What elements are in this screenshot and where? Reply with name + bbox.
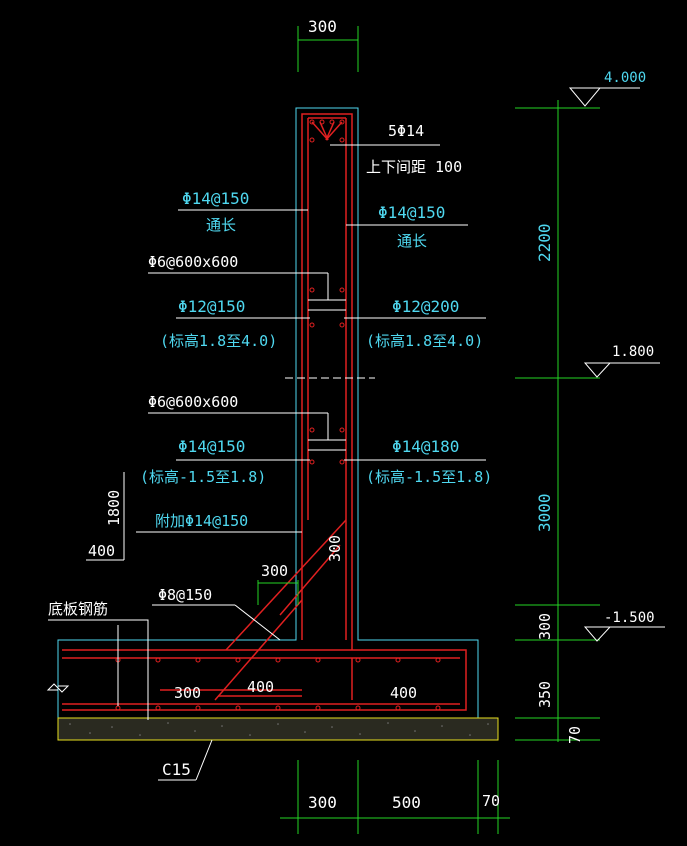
- top-width-dim: 300: [308, 17, 337, 36]
- leader-lines: [46, 144, 486, 781]
- tie-upper-label: Φ6@600x600: [148, 253, 238, 271]
- elevation-markers: [568, 87, 665, 642]
- left-dim-400: 400: [88, 542, 115, 560]
- left-dim-1800: 1800: [105, 490, 123, 526]
- tie-bars: [308, 299, 346, 451]
- left-outer-bar-note: 通长: [206, 216, 236, 234]
- left-low-range: (标高-1.5至1.8): [140, 468, 266, 486]
- right-dim-350: 350: [536, 681, 554, 708]
- right-dim-70: 70: [566, 726, 584, 744]
- right-low-bar-label: Φ14@180: [392, 437, 459, 456]
- tie-lower-label: Φ6@600x600: [148, 393, 238, 411]
- right-mid-range: (标高1.8至4.0): [366, 332, 483, 350]
- elevation-mid: 1.800: [612, 344, 654, 360]
- left-mid-range: (标高1.8至4.0): [160, 332, 277, 350]
- c15-label: C15: [162, 760, 191, 779]
- additional-bar-label: 附加Φ14@150: [155, 512, 248, 530]
- haunch-dim-vertical: 300: [326, 535, 344, 562]
- left-outer-bar-label: Φ14@150: [182, 189, 249, 208]
- bottom-dim-500: 500: [392, 793, 421, 812]
- right-outer-bar-note: 通长: [397, 232, 427, 250]
- right-dim-2200: 2200: [535, 223, 554, 262]
- bottom-dim-300: 300: [308, 793, 337, 812]
- right-dim-3000: 3000: [535, 493, 554, 532]
- right-mid-bar-label: Φ12@200: [392, 297, 459, 316]
- top-bar-label: 5Φ14: [388, 122, 424, 140]
- haunch-dim-horizontal: 300: [261, 562, 288, 580]
- rebar-lines: [62, 113, 467, 711]
- elevation-low: -1.500: [604, 610, 655, 626]
- base-bars-label: 底板钢筋: [48, 600, 108, 618]
- dimension-lines: [257, 26, 600, 834]
- right-outer-bar-label: Φ14@150: [378, 203, 445, 222]
- base-dim-400-right: 400: [390, 684, 417, 702]
- elevation-top: 4.000: [604, 70, 646, 86]
- left-mid-bar-label: Φ12@150: [178, 297, 245, 316]
- right-dim-300: 300: [536, 613, 554, 640]
- base-dim-300: 300: [174, 684, 201, 702]
- base-dim-400-left: 400: [247, 678, 274, 696]
- c15-cushion: [57, 717, 499, 741]
- haunch-bar-label: Φ8@150: [158, 586, 212, 604]
- left-low-bar-label: Φ14@150: [178, 437, 245, 456]
- right-low-range: (标高-1.5至1.8): [366, 468, 492, 486]
- top-bar-spacing: 上下间距 100: [366, 158, 462, 176]
- bottom-dim-70: 70: [482, 792, 500, 810]
